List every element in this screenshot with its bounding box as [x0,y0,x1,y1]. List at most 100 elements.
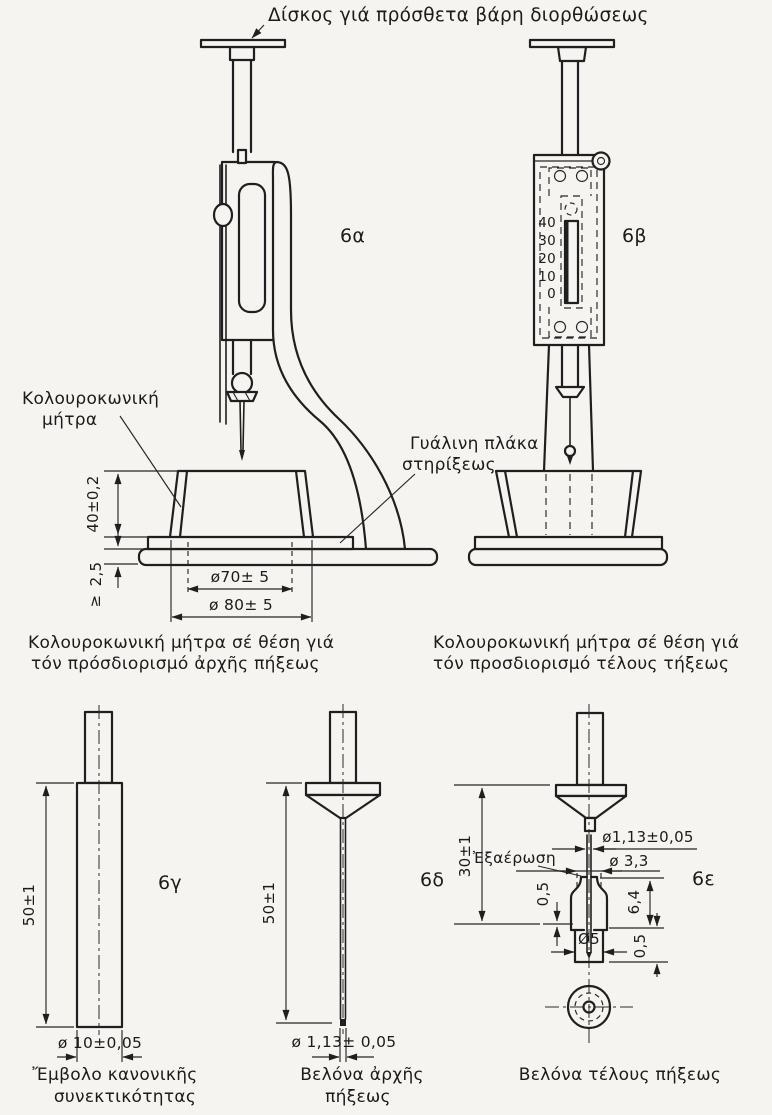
rod-ball [230,371,254,395]
stand-column-6b [542,343,595,473]
caption-6a-line2: τόν πρόσδιορισμό ἀρχῆς πήξεως [31,654,320,674]
view-6a-mold [119,415,439,567]
glass-plate-label-line1: Γυάλινη πλάκα [410,434,539,454]
mold-pointer-line [119,415,182,508]
scale-tick-30: 30 [538,233,556,249]
needle-stem-6d [339,817,347,1020]
view-6c-plunger: 50±1 ø 10±0,05 6γ Ἔμβολο κανονικῆς συνεκ… [20,705,197,1107]
view-6a-dimensions: 40±0,2 2,5 ≥ ø70± 5 ø 80± 5 [84,470,313,622]
view-6b-mold [467,469,669,567]
needle-stem-6e [586,834,592,953]
rod-below-plate-6b [560,343,580,389]
index-pin [236,148,248,165]
base-plate-6a [137,547,439,567]
caption-6c-line2: συνεκτικότητας [54,1087,196,1107]
disc-pointer-arrow [251,24,265,39]
scale-tick-40: 40 [538,215,556,231]
disc-label: Δίσκος γιά πρόσθετα βάρη διορθώσεως [268,5,649,26]
dim-needle-length-6e: 30±1 [456,835,474,877]
needle-collar [225,390,259,403]
needle-tip-6b [567,456,573,465]
disc-hub-6b [556,45,588,63]
disc-annotation: Δίσκος γιά πρόσθετα βάρη διορθώσεως [251,5,649,39]
glass-plate-label-line2: στηρίξεως [402,455,496,475]
load-rod-6b [560,59,580,157]
top-screw-left [553,169,567,183]
curved-arm [271,160,407,551]
dim-top-diameter: ø70± 5 [211,568,270,586]
dim-plate-thickness: 2,5 [87,562,105,587]
mold-annotation: Κολουροκωνική μήτρα Γυάλινη πλάκα στηρίξ… [22,389,539,475]
caption-6d-line1: Βελόνα ἀρχῆς [300,1065,424,1085]
top-screw-right [575,169,589,183]
dim-gap-left: 0,5 [534,882,552,907]
view-6a-id: 6α [340,225,365,247]
plunger-shank [83,710,114,785]
view-6e-id: 6ε [692,868,715,890]
needle-shank-6e [575,711,605,787]
slot-hole [564,202,578,216]
scale-plate-hidden-outline [539,166,598,339]
view-6b-id: 6β [622,225,647,247]
ring-attachment [569,875,609,964]
caption-6a-line1: Κολουροκωνική μήτρα σέ θέση γιά [28,633,334,653]
needle-6a [239,400,245,451]
bottom-view-outer-circle [566,984,612,1030]
caption-6d-line2: πήξεως [325,1087,391,1107]
needle-flange-6e [554,783,628,798]
needle-hub-6e [583,816,597,833]
weight-disc-6b [528,38,616,49]
bottom-view-dashed-circle [574,992,604,1022]
mold-label-line1: Κολουροκωνική [22,389,159,409]
view-6d-needle: 50±1 ø 1,13± 0,05 6δ Βελόνα ἀρχῆς πήξεως [260,704,444,1107]
needle-holder-6b [554,385,586,399]
collar-hatch [232,391,251,402]
hidden-lines-in-mold [545,474,593,535]
view-6d-id: 6δ [420,869,444,891]
caption-6b-line1: Κολουροκωνική μήτρα σέ θέση γιά [433,633,739,653]
dim-hole-diameter: ø 3,3 [609,852,648,870]
bottom-screw-right [575,320,589,334]
dim-needle-length-6d: 50±1 [260,882,278,924]
caption-6e: Βελόνα τέλους πήξεως [519,1065,721,1085]
needle-cone-6e [554,794,628,820]
dim-needle-diameter-6e: ø1,13±0,05 [602,828,694,846]
bottom-screw-bracket [548,307,592,338]
needle-tip-6a [239,450,245,461]
slot-hidden-outline [560,195,583,309]
caption-6c-line1: Ἔμβολο κανονικῆς [32,1065,197,1085]
dim-gap-right: 0,5 [631,934,649,959]
caption-6b-line2: τόν προσδιορισμό τέλους τήξεως [433,654,729,674]
load-rod-lower [231,338,253,376]
needle-attachment-6b [563,444,577,458]
vent-label: Ἐξαέρωση [473,849,556,867]
dim-needle-diameter-6d: ø 1,13± 0,05 [292,1033,397,1051]
mold-label-line2: μήτρα [42,410,97,430]
dim-attachment-height: 6,4 [625,890,643,915]
bottom-view-hole [582,1000,596,1014]
weight-disc [199,38,287,49]
scale-tick-0: 0 [547,286,556,302]
dim-mold-height: 40±0,2 [84,475,102,532]
scale-tick-10: 10 [538,269,556,285]
pivot-circle [591,151,611,171]
glass-plate-6a [146,535,355,551]
disc-hub [228,45,256,62]
glass-plate-6b [473,535,664,551]
dim-min-symbol: ≥ [86,595,104,608]
view-6e-needle: 30±1 ø1,13±0,05 Ἐξαέρωση ø 3,3 0,5 6,4 0… [454,704,721,1085]
view-6c-id: 6γ [158,872,182,894]
needle-tip-6e [586,952,592,959]
view-6a-apparatus: 6α [199,38,407,551]
conical-mold-6b-inverted [494,469,643,539]
dim-bottom-diameter: ø 80± 5 [209,596,273,614]
dim-attachment-diameter: Ø5 [578,930,600,948]
dim-plunger-length: 50±1 [20,884,38,926]
conical-mold-6a [168,469,315,539]
top-screw-bracket [548,167,592,196]
scale-tick-20: 20 [538,251,556,267]
glass-plate-pointer-line [339,473,416,544]
dim-plunger-diameter: ø 10±0,05 [58,1034,142,1052]
bottom-screw-left [553,320,567,334]
